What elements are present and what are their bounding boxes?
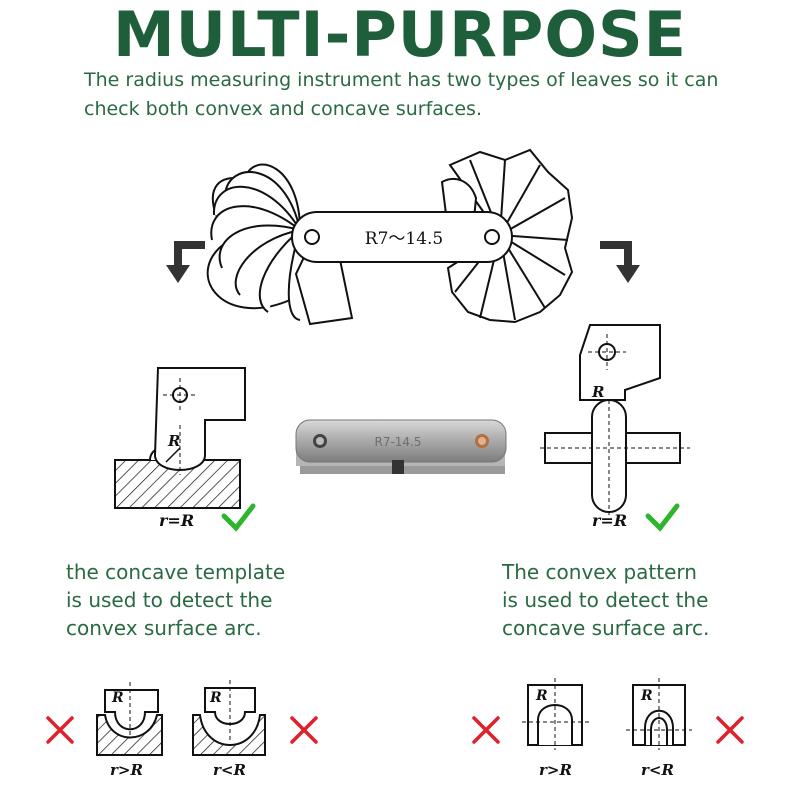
bad-fit-relation-label: r>R — [110, 761, 143, 779]
down-left-arrow-icon — [166, 241, 205, 283]
cross-icon — [290, 716, 318, 744]
right-bad-fit-1 — [522, 678, 590, 750]
right-fit-label: r=R — [592, 511, 627, 530]
left-description: the concave template is used to detect t… — [66, 558, 285, 642]
description-line: concave surface arc. — [502, 616, 710, 640]
bad-fit-radius-label: R — [111, 690, 124, 706]
subtitle: The radius measuring instrument has two … — [84, 69, 719, 120]
bad-fit-radius-label: R — [535, 688, 548, 704]
right-pivot — [484, 229, 500, 245]
left-pivot — [304, 229, 320, 245]
right-radius-label: R — [591, 383, 604, 401]
left-bad-fit-1 — [96, 682, 163, 756]
down-right-arrow-icon — [600, 241, 640, 283]
left-fit-drawing — [114, 367, 246, 509]
bad-fit-radius-label: R — [209, 690, 222, 706]
right-bad-fit-2 — [626, 678, 692, 750]
left-radius-label: R — [167, 432, 180, 450]
gauge-body — [291, 211, 513, 263]
gauge-photo-label: R7-14.5 — [374, 435, 421, 449]
bad-fit-relation-label: r<R — [213, 761, 246, 779]
description-line: The convex pattern — [502, 560, 697, 584]
left-fit-label: r=R — [159, 511, 194, 530]
left-bad-fit-2 — [192, 680, 266, 756]
cross-icon — [46, 716, 74, 744]
description-line: convex surface arc. — [66, 616, 262, 640]
cross-icon — [716, 716, 744, 744]
description-line: is used to detect the — [66, 588, 273, 612]
bad-fit-radius-label: R — [640, 688, 653, 704]
gauge-photo — [295, 419, 507, 474]
check-icon — [221, 503, 256, 532]
gauge-drawing — [206, 148, 574, 326]
bad-fit-relation-label: r<R — [641, 761, 674, 779]
cross-icon — [472, 716, 500, 744]
right-fit-drawing — [540, 324, 690, 515]
check-icon — [645, 503, 680, 532]
gauge-range-label: R7～14.5 — [365, 229, 443, 249]
page-title: MULTI-PURPOSE — [112, 0, 688, 71]
bad-fit-relation-label: r>R — [539, 761, 572, 779]
description-line: is used to detect the — [502, 588, 709, 612]
right-description: The convex pattern is used to detect the… — [502, 558, 709, 642]
description-line: the concave template — [66, 560, 286, 584]
